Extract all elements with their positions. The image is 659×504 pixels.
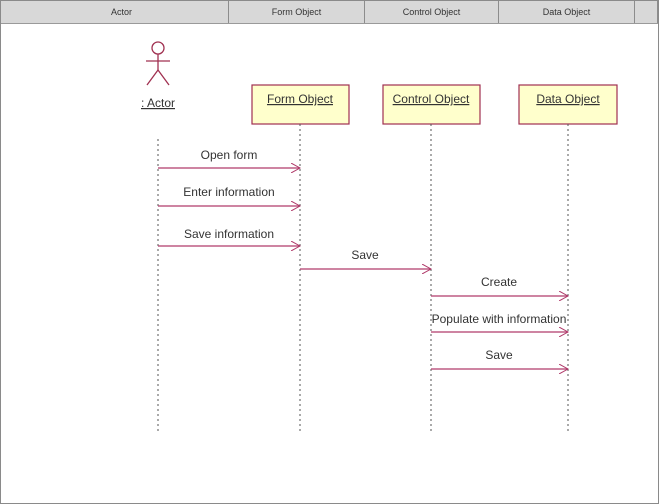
message-create[interactable]: Create [431,275,568,296]
object-box-form-object[interactable]: Form Object [251,84,350,125]
message-save-to-control[interactable]: Save [300,248,431,269]
object-box-fill [382,84,481,125]
message-label: Save [485,348,513,362]
actor-label: : Actor [141,96,175,110]
object-label-control-object: Control Object [393,92,470,106]
message-label: Enter information [183,185,274,199]
column-header-form-object[interactable]: Form Object [229,1,365,23]
object-box-data-object[interactable]: Data Object [518,84,618,125]
column-header-control-object[interactable]: Control Object [365,1,499,23]
column-header-bar: Actor Form Object Control Object Data Ob… [1,1,658,24]
object-label-form-object: Form Object [267,92,334,106]
column-header-actor[interactable]: Actor [15,1,229,23]
message-label: Save information [184,227,274,241]
object-label-data-object: Data Object [536,92,600,106]
column-header-data-object[interactable]: Data Object [499,1,635,23]
column-header-empty [635,1,658,23]
message-save-information[interactable]: Save information [158,227,300,246]
object-box-control-object[interactable]: Control Object [382,84,481,125]
object-box-fill [518,84,618,125]
actor-stick-figure-icon[interactable] [146,41,170,86]
message-label: Open form [201,148,258,162]
message-label: Create [481,275,517,289]
message-open-form[interactable]: Open form [158,148,300,168]
message-label: Save [351,248,379,262]
message-save-to-data[interactable]: Save [431,348,568,369]
message-label: Populate with information [432,312,567,326]
message-enter-information[interactable]: Enter information [158,185,300,206]
message-populate-with-information[interactable]: Populate with information [431,312,568,332]
